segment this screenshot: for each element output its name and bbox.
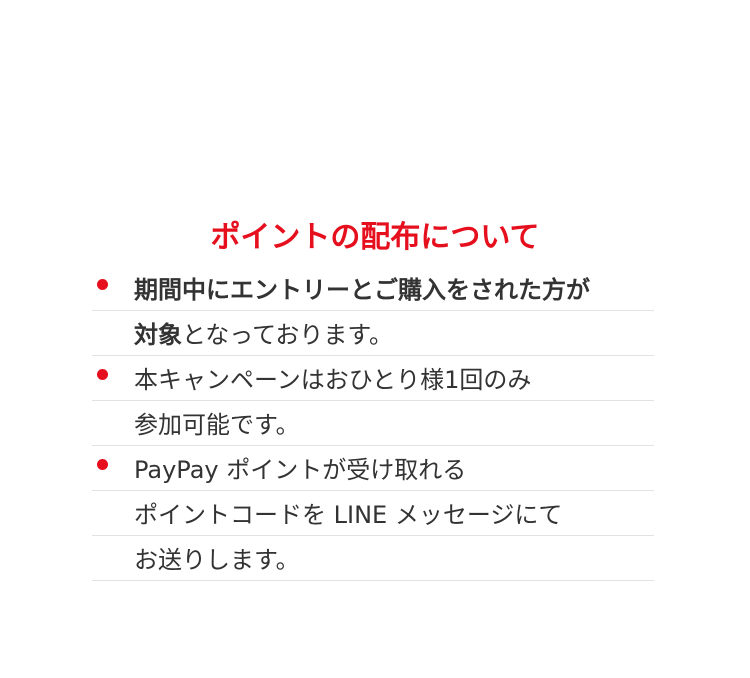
item-text: となっております。 [182, 321, 393, 349]
bullet-icon [97, 369, 108, 380]
section-title: ポイントの配布について [210, 219, 540, 255]
bullet-icon [97, 279, 108, 290]
notes-list: 期間中にエントリーとご購入をされた方が 対象となっております。 本キャンペーンは… [92, 266, 654, 581]
item-text: 参加可能です。 [134, 411, 300, 439]
item-text-bold: 対象 [134, 321, 182, 349]
item-text: PayPay ポイントが受け取れる [134, 456, 467, 484]
list-item-1-line-1: 期間中にエントリーとご購入をされた方が [92, 266, 654, 311]
list-item-3-line-3: お送りします。 [92, 536, 654, 581]
list-item-2-line-1: 本キャンペーンはおひとり様1回のみ [92, 356, 654, 401]
bullet-icon [97, 459, 108, 470]
list-item-3-line-2: ポイントコードを LINE メッセージにて [92, 491, 654, 536]
list-item-1-line-2: 対象となっております。 [92, 311, 654, 356]
item-text: お送りします。 [134, 546, 300, 574]
item-text: 期間中にエントリーとご購入をされた方が [134, 276, 590, 304]
item-text: ポイントコードを LINE メッセージにて [134, 501, 563, 529]
list-item-2-line-2: 参加可能です。 [92, 401, 654, 446]
item-text: 本キャンペーンはおひとり様1回のみ [134, 366, 532, 394]
list-item-3-line-1: PayPay ポイントが受け取れる [92, 446, 654, 491]
